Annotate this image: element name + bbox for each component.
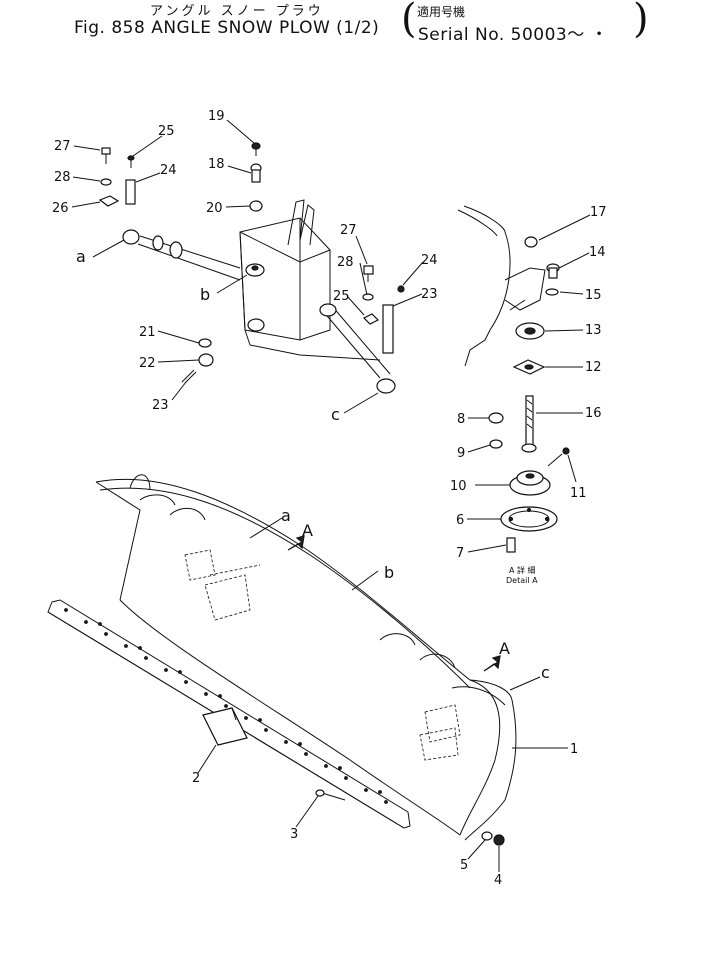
- label-c-upper: c: [331, 405, 340, 424]
- label-a-lower: a: [281, 506, 291, 525]
- arrow-label-a-left: A: [302, 521, 313, 540]
- serial-number: Serial No. 50003～ ・: [418, 25, 609, 45]
- callout-17: 17: [590, 205, 607, 220]
- callout-27b: 27: [340, 223, 357, 238]
- callout-20: 20: [206, 201, 223, 216]
- callout-22: 22: [139, 356, 156, 371]
- callout-27a: 27: [54, 139, 71, 154]
- callout-11: 11: [570, 486, 587, 501]
- callout-18: 18: [208, 157, 225, 172]
- callout-19: 19: [208, 109, 225, 124]
- label-b-lower: b: [384, 563, 394, 582]
- a-frame-assembly: [122, 199, 396, 394]
- hardware-left: [98, 142, 405, 384]
- callout-10: 10: [450, 479, 467, 494]
- callout-26a: 26: [52, 201, 69, 216]
- right-bracket: ): [633, 0, 649, 42]
- callout-9: 9: [457, 446, 465, 461]
- left-bracket: (: [401, 0, 417, 42]
- title-japanese: アングル スノー プラウ: [150, 4, 324, 19]
- callout-13: 13: [585, 323, 602, 338]
- callout-labels: 27 25 28 24 26 19 18 20 21 22 23 27 28 2…: [52, 109, 607, 888]
- detail-caption-en: Detail A: [506, 576, 538, 585]
- main-blade: [47, 474, 517, 846]
- edge-bolt-holes: [64, 608, 388, 804]
- applicability-label: 適用号機: [417, 5, 466, 19]
- blade-section: [457, 205, 560, 375]
- figure-title: Fig. 858 ANGLE SNOW PLOW (1/2): [74, 18, 380, 38]
- detail-caption: A 詳 細 Detail A: [506, 565, 538, 585]
- callout-23: 23: [152, 398, 169, 413]
- callout-28a: 28: [54, 170, 71, 185]
- callout-3: 3: [290, 827, 298, 842]
- arrow-label-a-right: A: [499, 639, 510, 658]
- callout-21: 21: [139, 325, 156, 340]
- callout-7: 7: [456, 546, 464, 561]
- callout-25b: 24: [421, 253, 438, 268]
- callout-12: 12: [585, 360, 602, 375]
- callout-28b: 28: [337, 255, 354, 270]
- callout-2: 2: [192, 771, 200, 786]
- callout-26b: 25: [333, 289, 350, 304]
- label-b-upper: b: [200, 285, 210, 304]
- detail-a-assembly: [488, 395, 570, 553]
- detail-caption-jp: A 詳 細: [509, 565, 536, 575]
- callout-1: 1: [570, 742, 578, 757]
- label-a-upper: a: [76, 247, 86, 266]
- callout-8: 8: [457, 412, 465, 427]
- callout-5: 5: [460, 858, 468, 873]
- callout-15: 15: [585, 288, 602, 303]
- callout-16: 16: [585, 406, 602, 421]
- callout-4: 4: [494, 873, 502, 888]
- label-c-lower: c: [541, 663, 550, 682]
- callout-6: 6: [456, 513, 464, 528]
- leader-lines: [71, 119, 591, 872]
- callout-24a: 24: [160, 163, 177, 178]
- callout-24b: 23: [421, 287, 438, 302]
- callout-25a: 25: [158, 124, 175, 139]
- callout-14: 14: [589, 245, 606, 260]
- view-labels: a b c a b c A A: [76, 247, 550, 682]
